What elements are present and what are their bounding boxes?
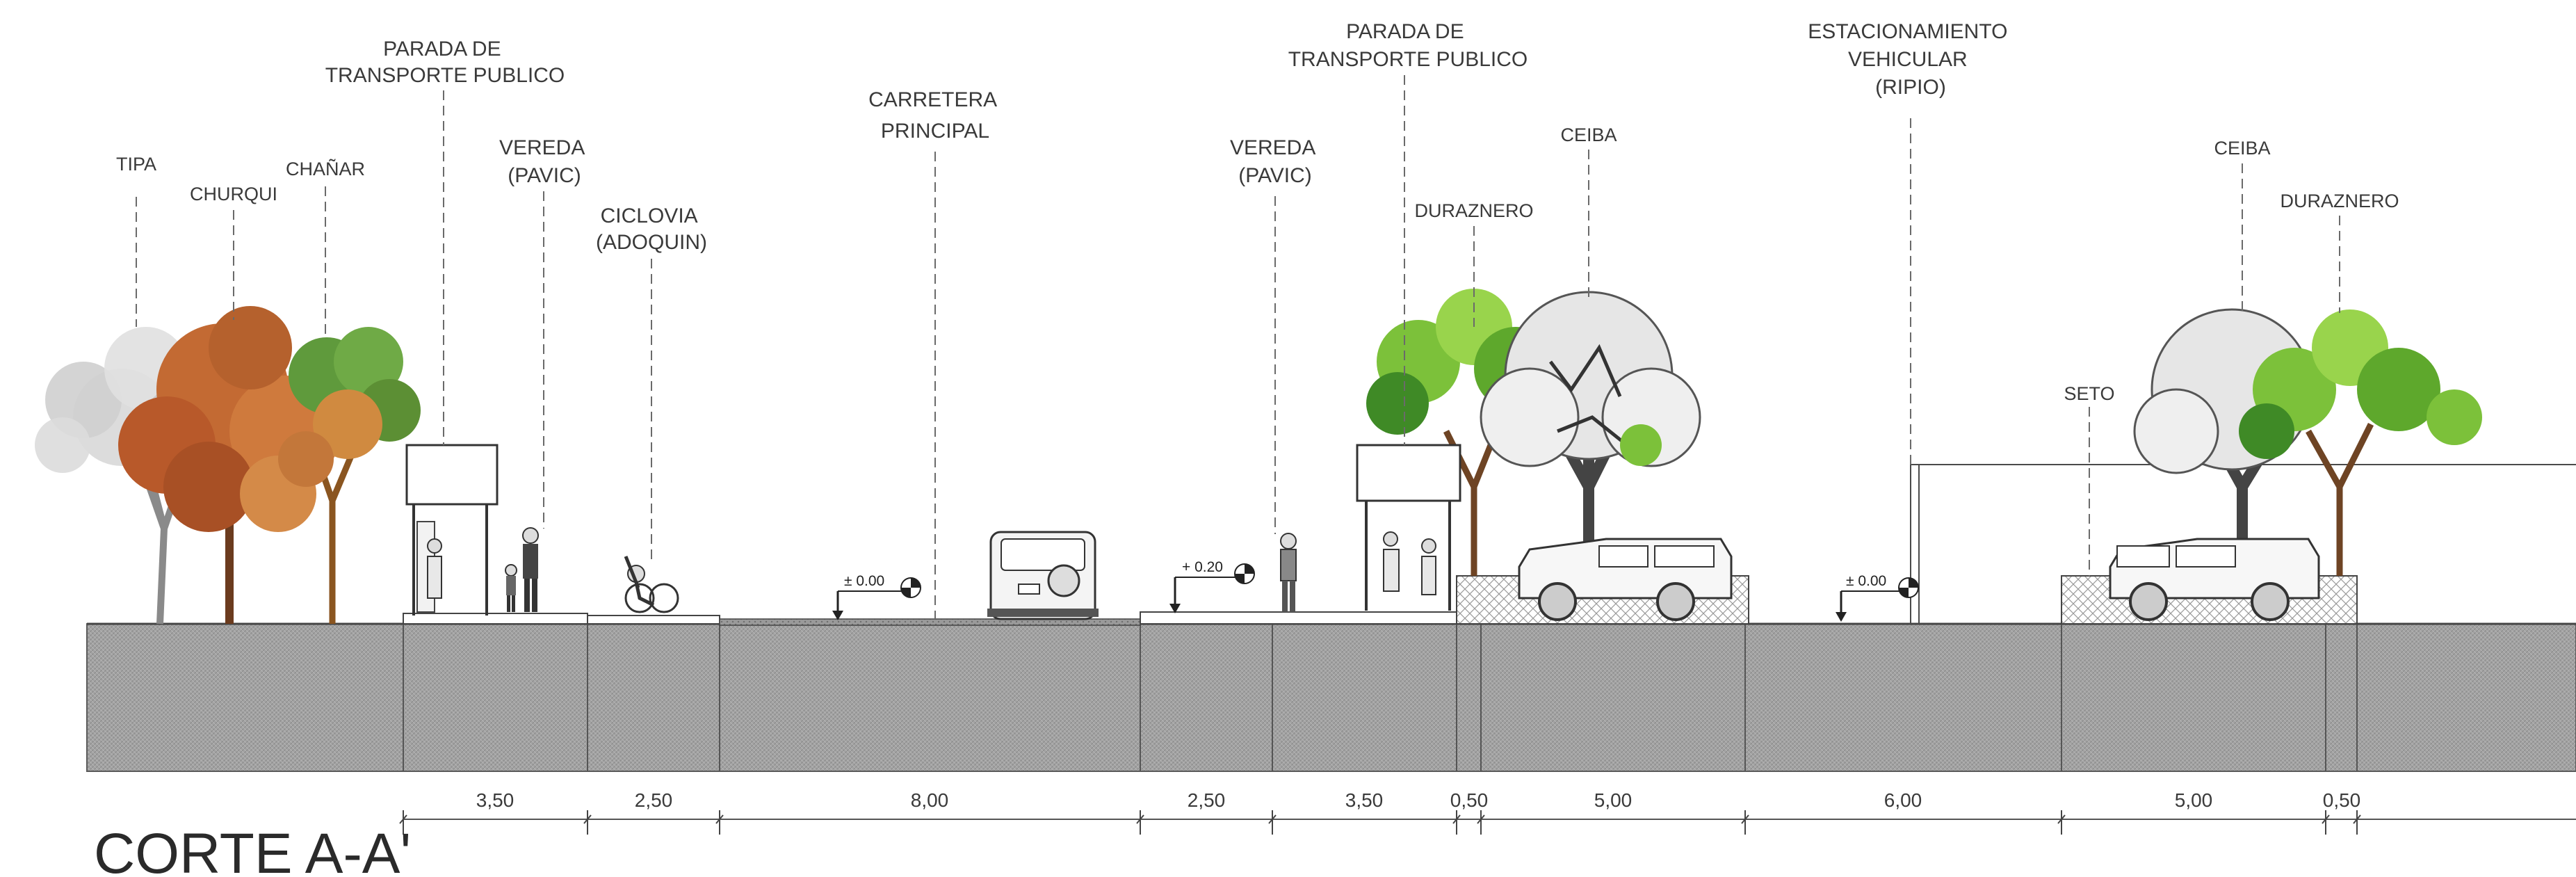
label-duraznero-2: DURAZNERO — [2280, 191, 2399, 211]
dimension-value: 3,50 — [1345, 789, 1384, 811]
level-label-sidewalk: + 0.20 — [1182, 559, 1223, 575]
label-parada-right: PARADA DE TRANSPORTE PUBLICO — [1288, 20, 1528, 71]
chanar-tree — [278, 327, 421, 624]
dimension-value: 3,50 — [476, 789, 515, 811]
sidewalk-slab-right — [1140, 611, 1457, 625]
bus-shelter-right — [1356, 444, 1461, 611]
dimension-value: 5,00 — [1594, 789, 1633, 811]
duraznero-tree-2 — [2239, 309, 2482, 576]
label-duraznero-1: DURAZNERO — [1414, 200, 1533, 221]
sidewalk-slab-left — [403, 613, 588, 625]
level-marker-road: ± 0.00 — [832, 573, 921, 620]
label-chanar: CHAÑAR — [286, 158, 365, 179]
level-label-road: ± 0.00 — [844, 573, 884, 589]
label-tipa: TIPA — [116, 154, 156, 175]
label-vereda-left: VEREDA (PAVIC) — [499, 136, 590, 187]
suv-side-left — [1518, 538, 1733, 621]
label-churqui: CHURQUI — [190, 184, 277, 204]
dimension-value: 5,00 — [2175, 789, 2213, 811]
dimension-line: 3,50 2,50 8,00 2,50 3,50 0,50 5,00 6,00 … — [399, 789, 2576, 835]
suv-side-right — [2109, 538, 2320, 621]
label-ceiba-2: CEIBA — [2214, 138, 2270, 159]
label-parada-left: PARADA DE TRANSPORTE PUBLICO — [325, 38, 565, 87]
dimension-value: 6,00 — [1884, 789, 1922, 811]
level-label-parking: ± 0.00 — [1846, 573, 1886, 589]
dimension-value: 8,00 — [911, 789, 949, 811]
label-ceiba-1: CEIBA — [1560, 124, 1617, 145]
cyclist — [624, 556, 679, 613]
dimension-value: 2,50 — [635, 789, 673, 811]
bike-path-slab — [587, 615, 720, 625]
annotation-labels: TIPA CHURQUI CHAÑAR PARADA DE TRANSPORTE… — [116, 20, 2399, 404]
pedestrian-left — [505, 527, 539, 612]
ceiba-tree-1 — [1480, 291, 1701, 576]
leader-lines — [136, 75, 2340, 619]
label-vereda-right: VEREDA (PAVIC) — [1230, 136, 1320, 187]
pedestrian-right — [1280, 533, 1297, 612]
label-seto: SETO — [2064, 383, 2114, 404]
label-ciclovia: CICLOVIA (ADOQUIN) — [596, 204, 707, 254]
ground-section — [86, 622, 2576, 772]
label-estacionamiento: ESTACIONAMIENTO VEHICULAR (RIPIO) — [1808, 20, 2014, 99]
suv-rear-view — [987, 531, 1099, 620]
dimension-value: 0,50 — [1450, 789, 1489, 811]
dimension-value: 2,50 — [1188, 789, 1226, 811]
label-carretera: CARRETERA PRINCIPAL — [868, 88, 1002, 143]
level-marker-parking: ± 0.00 — [1836, 573, 1919, 622]
dimension-value: 0,50 — [2323, 789, 2361, 811]
churqui-tree — [118, 306, 341, 624]
bus-shelter-left — [405, 444, 499, 615]
level-marker-sidewalk: + 0.20 — [1169, 559, 1255, 613]
drawing-title: CORTE A-A' — [94, 822, 411, 877]
